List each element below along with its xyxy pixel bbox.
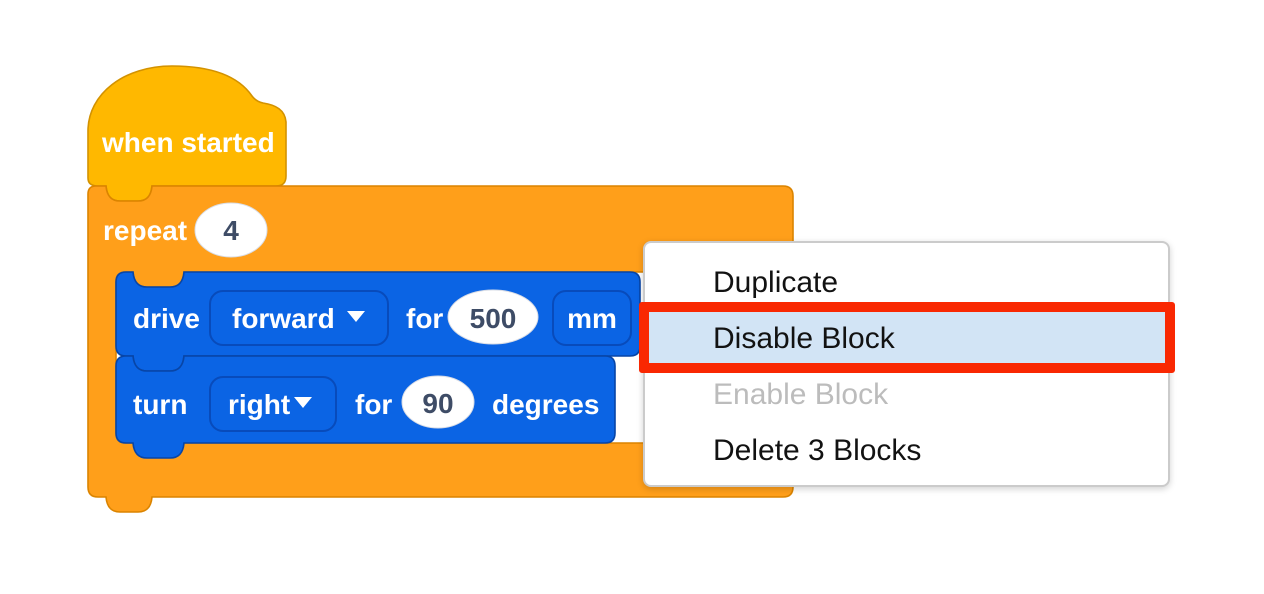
menu-item-duplicate[interactable]: Duplicate (713, 266, 839, 299)
drive-unit-dropdown[interactable] (552, 290, 632, 346)
menu-item-enable-block: Enable Block (713, 378, 889, 411)
chevron-down-icon[interactable] (347, 311, 365, 322)
menu-item-disable-block[interactable]: Disable Block (645, 311, 1168, 367)
repeat-label: repeat (103, 215, 187, 246)
turn-for-label: for (355, 389, 392, 420)
repeat-count-input[interactable] (194, 202, 268, 258)
drive-label: drive (133, 303, 200, 334)
drive-distance-input[interactable] (447, 289, 539, 345)
turn-unit-label: degrees (492, 389, 599, 420)
menu-item-delete-3-blocks[interactable]: Delete 3 Blocks (713, 434, 922, 467)
repeat-count-value: 4 (223, 215, 239, 246)
turn-angle-input[interactable] (401, 375, 475, 429)
turn-angle-value: 90 (422, 388, 453, 419)
turn-label: turn (133, 389, 187, 420)
drive-for-label: for (406, 303, 443, 334)
context-menu: Duplicate Disable Block Enable Block Del… (643, 241, 1170, 487)
drive-unit-value: mm (567, 303, 617, 334)
drive-direction-value: forward (232, 303, 335, 334)
chevron-down-icon[interactable] (294, 397, 312, 408)
turn-direction-dropdown[interactable] (209, 376, 337, 432)
drive-distance-value: 500 (470, 303, 517, 334)
when-started-label: when started (101, 127, 275, 158)
drive-direction-dropdown[interactable] (209, 290, 389, 346)
turn-direction-value: right (228, 389, 290, 420)
